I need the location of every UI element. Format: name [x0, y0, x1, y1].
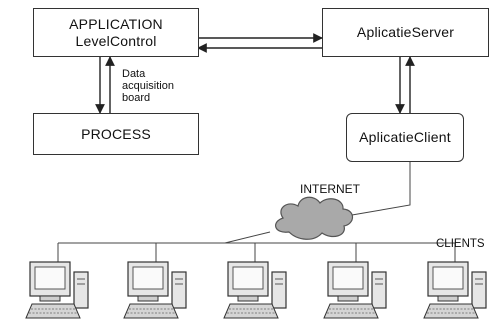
client-app-label: AplicatieClient: [359, 129, 451, 145]
desktop-computer-icon: [423, 261, 487, 319]
client-to-internet-line: [351, 162, 411, 216]
desktop-computer-icon: [323, 261, 387, 319]
application-box: APPLICATION LevelControl: [33, 8, 199, 57]
desktop-computer-icon: [223, 261, 287, 319]
bus-drops: [57, 243, 456, 262]
daq-line-3: board: [122, 92, 151, 104]
internet-cloud-icon: [275, 196, 354, 240]
internet-label: INTERNET: [300, 182, 360, 196]
process-label: PROCESS: [81, 125, 151, 142]
data-acquisition-label: Data acquisition board: [122, 68, 202, 104]
desktop-computer-icon: [25, 261, 89, 319]
application-title: APPLICATION: [69, 15, 163, 32]
internet-to-bus-line: [224, 231, 271, 244]
daq-line-1: Data: [122, 68, 146, 80]
server-label: AplicatieServer: [356, 24, 455, 40]
server-box: AplicatieServer: [322, 8, 489, 57]
application-subtitle: LevelControl: [75, 32, 157, 49]
process-box: PROCESS: [33, 113, 199, 155]
client-computers: [25, 261, 487, 319]
client-app-box: AplicatieClient: [346, 113, 464, 162]
desktop-computer-icon: [123, 261, 187, 319]
clients-label: CLIENTS: [436, 238, 485, 250]
daq-line-2: acquisition: [122, 80, 174, 92]
